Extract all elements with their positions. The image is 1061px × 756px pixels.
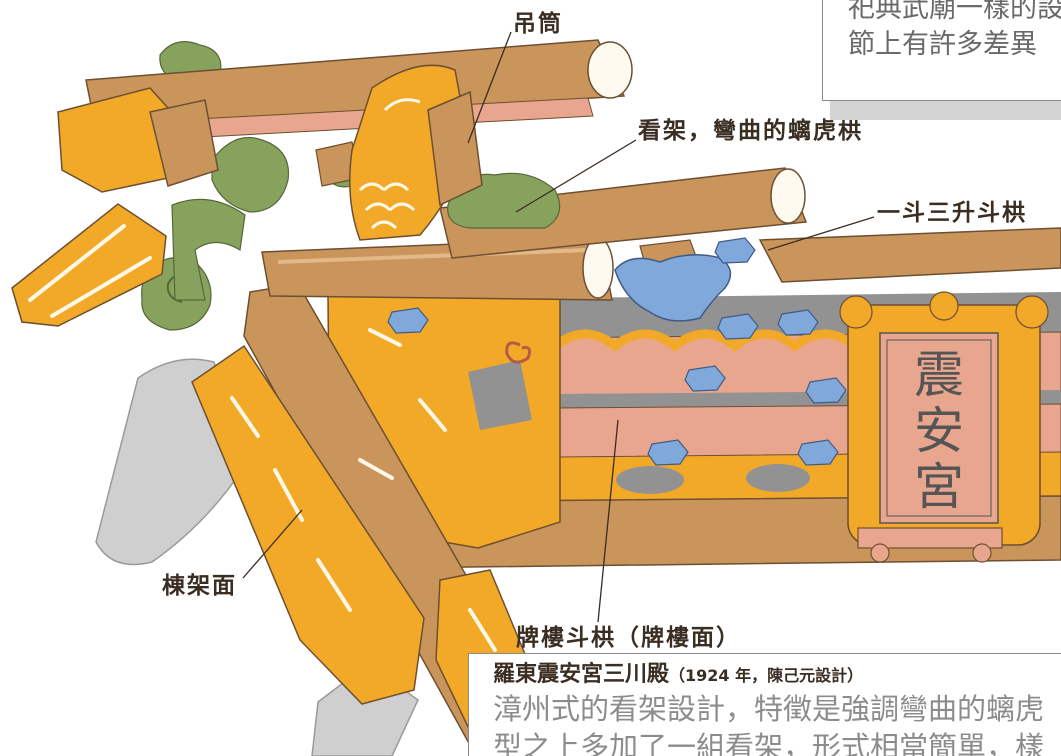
plaque-char: 震	[914, 346, 964, 404]
leader-line-diaotong	[467, 31, 512, 144]
lower-purlin-end	[582, 237, 614, 299]
callout-label-pailou: 牌樓斗栱（牌樓面）	[516, 625, 741, 651]
red-spiral-ornament	[505, 341, 531, 364]
beam-highlight	[277, 248, 589, 264]
caption-box: 羅東震安宮三川殿（1924 年，陳己元設計） 漳州式的看架設計，特徵是強調彎曲的…	[468, 653, 1061, 756]
scale-arc	[382, 182, 410, 192]
leader-line-pailou	[597, 419, 619, 623]
middle-purlin-end	[770, 168, 806, 224]
caption-title-row: 羅東震安宮三川殿（1924 年，陳己元設計）	[493, 660, 1061, 690]
blue-block	[387, 307, 429, 334]
gray-lens-ornament	[616, 466, 684, 494]
blue-block	[714, 237, 756, 264]
blue-block	[684, 365, 726, 392]
highlight-stroke	[230, 396, 260, 438]
top-note-line: 節上有許多差異	[848, 29, 1037, 60]
blue-block	[797, 439, 839, 466]
scale-arc	[388, 202, 416, 212]
caption-subtitle: （1924 年，陳己元設計）	[669, 666, 864, 685]
top-note-box: 祀典武廟一樣的設 節上有許多差異	[822, 0, 1061, 101]
plaque-char: 安	[914, 402, 964, 460]
blue-cloud-bracket	[614, 254, 732, 322]
green-arc-ornament	[171, 198, 246, 301]
center-basket-cap	[427, 90, 483, 207]
highlight-stroke	[358, 458, 394, 480]
leader-line-dougong	[767, 216, 875, 251]
blue-block	[805, 377, 847, 404]
plaque-panel	[879, 332, 999, 524]
plaque-frame-scallop	[839, 295, 873, 329]
caption-body-line: 型之上多加了一組看架，形式相當簡單，樣	[493, 730, 1045, 756]
blue-block-shape	[387, 307, 429, 334]
highlight-stroke	[418, 398, 447, 432]
plaque-frame-scallop	[929, 291, 959, 321]
callout-label-diaotong: 吊筒	[513, 11, 563, 37]
plaque-inner-border	[886, 339, 992, 517]
gray-lens-ornament	[746, 464, 810, 492]
leader-line-dongjia	[242, 509, 303, 579]
plaque-char: 宮	[914, 458, 964, 516]
gable-strut-carving	[191, 344, 425, 705]
leader-line-kanjia	[515, 139, 637, 213]
scale-arc	[364, 202, 392, 212]
blue-block-shape	[777, 309, 819, 336]
blue-block-shape	[805, 377, 847, 404]
middle-purlin-beam	[439, 167, 808, 259]
callout-label-dongjia: 棟架面	[162, 573, 237, 599]
left-hanging-lantern	[11, 203, 167, 327]
callout-leaders	[242, 31, 875, 623]
left-tan-block	[149, 99, 219, 187]
carving-shadow	[468, 360, 532, 430]
lantern-stripe	[28, 224, 126, 302]
blue-block	[777, 309, 819, 336]
blue-block-shape	[717, 313, 759, 340]
top-note-shadow	[830, 101, 1061, 120]
plaque-frame-scallop	[1015, 295, 1049, 329]
blue-block	[717, 313, 759, 340]
blue-block-shape	[647, 439, 689, 466]
top-note-line: 祀典武廟一樣的設	[848, 0, 1061, 24]
green-cloud-ornament	[211, 136, 290, 213]
orange-scallop-trim	[552, 329, 858, 352]
top-note-text: 祀典武廟一樣的設 節上有許多差異	[823, 0, 1061, 63]
scale-arc	[358, 182, 386, 192]
scale-arc	[383, 98, 421, 112]
blue-block-shape	[714, 237, 756, 264]
basket-scales	[358, 98, 421, 230]
highlight-stroke	[368, 328, 402, 347]
blue-block-shape	[684, 365, 726, 392]
plaque-base	[857, 527, 1003, 549]
top-purlin-end	[587, 41, 633, 99]
callout-label-dougong: 一斗三升斗栱	[877, 200, 1027, 226]
caption-body-line: 漳州式的看架設計，特徵是強調彎曲的螭虎	[493, 692, 1045, 726]
right-purlin-beam	[758, 227, 1061, 283]
callout-label-kanjia: 看架，彎曲的螭虎栱	[638, 118, 863, 144]
highlight-stroke	[316, 558, 352, 612]
highlight-stroke	[273, 468, 304, 522]
lantern-stripe	[50, 256, 152, 318]
caption-title: 羅東震安宮三川殿	[493, 662, 670, 687]
blue-block	[647, 439, 689, 466]
plaque-base-foot	[972, 543, 992, 563]
scale-arc	[370, 220, 398, 230]
highlight-stroke	[468, 608, 497, 652]
blue-block-shape	[797, 439, 839, 466]
plaque-base-foot	[870, 543, 890, 563]
